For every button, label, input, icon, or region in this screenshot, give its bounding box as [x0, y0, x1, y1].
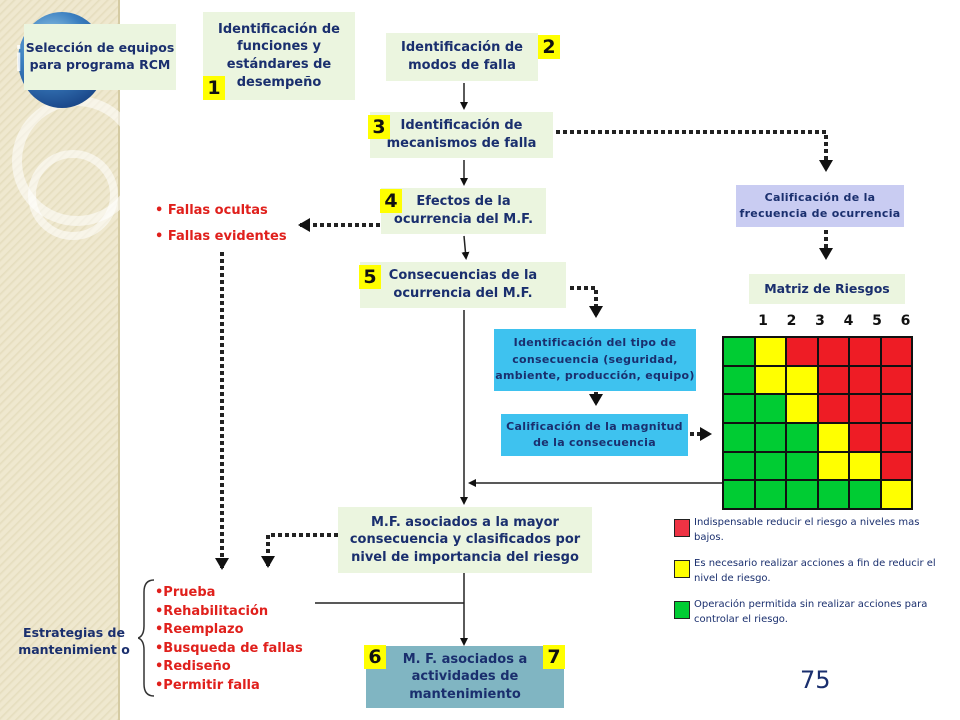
matrix-cell	[723, 422, 755, 452]
matrix-cell	[786, 365, 818, 395]
matrix-cell	[754, 422, 786, 452]
box-modos-falla: Identificación de modos de falla	[386, 33, 538, 81]
matrix-cell	[786, 451, 818, 481]
matrix-cell	[723, 365, 755, 395]
matrix-col-label: 5	[872, 313, 882, 329]
matrix-cell	[849, 337, 881, 366]
box-seleccion-equipos: Selección de equipos para programa RCM	[24, 24, 176, 90]
matrix-col-label: 2	[786, 313, 797, 329]
strategy-item: •Rediseño	[155, 659, 231, 675]
dotted-arrow-frecuencia	[556, 130, 833, 172]
badge-6: 6	[364, 645, 386, 669]
matrix-cell	[723, 394, 755, 423]
estrategias-label: Estrategias de mantenimient o	[18, 625, 130, 657]
page-number: 75	[800, 666, 831, 694]
matrix-cell	[754, 337, 786, 366]
badge-2: 2	[538, 35, 560, 59]
risk-matrix-grid	[722, 336, 913, 510]
strategy-item: •Reemplazo	[155, 622, 244, 638]
strategy-item: •Rehabilitación	[155, 603, 269, 619]
matrix-cell	[880, 451, 912, 481]
dotted-arrow-tipo	[570, 286, 603, 318]
badge-7: 7	[543, 645, 565, 669]
matrix-cell	[817, 480, 849, 509]
box-identificacion-funciones: Identificación de funciones y estándares…	[203, 12, 355, 100]
matrix-cell	[723, 451, 755, 481]
box-consecuencias-ocurrencia: Consecuencias de la ocurrencia del M.F.	[360, 262, 566, 308]
strategy-item: •Prueba	[155, 585, 216, 600]
strategy-item: •Permitir falla	[155, 677, 260, 693]
legend-swatch	[674, 560, 690, 578]
dotted-arrow-mf-estrategias	[261, 533, 338, 568]
matrix-cell	[786, 480, 818, 509]
fallas-ocultas-item: • Fallas ocultas	[155, 203, 268, 218]
legend-text: Operación permitida sin realizar accione…	[694, 599, 928, 625]
matrix-cell	[817, 451, 849, 481]
matrix-cell	[817, 422, 849, 452]
matrix-cell	[849, 480, 881, 509]
matrix-cell	[754, 394, 786, 423]
matrix-cell	[754, 365, 786, 395]
matrix-col-label: 4	[843, 313, 854, 329]
matrix-cell	[817, 337, 849, 366]
strategies-brace	[138, 579, 155, 697]
matrix-cell	[754, 451, 786, 481]
box-calificacion-magnitud: Calificación de la magnitud de la consec…	[501, 414, 688, 456]
box-calificacion-frecuencia: Calificación de la frecuencia de ocurren…	[736, 185, 904, 227]
legend-swatch	[674, 601, 690, 619]
matrix-cell	[849, 394, 881, 423]
fallas-evidentes-item: • Fallas evidentes	[155, 229, 287, 244]
matrix-col-label: 3	[815, 313, 825, 329]
legend-swatch	[674, 519, 690, 537]
arrow-efectos-consecuencias	[461, 235, 470, 260]
matrix-cell	[723, 480, 755, 509]
sidebar-divider	[118, 0, 120, 720]
strategies-list: •Prueba •Rehabilitación •Reemplazo •Busqued…	[155, 584, 303, 696]
box-tipo-consecuencia: Identificación del tipo de consecuencia …	[494, 329, 696, 391]
legend-text: Indispensable reducir el riesgo a nivele…	[694, 517, 920, 543]
matrix-cell	[880, 480, 912, 509]
box-mecanismos-falla: Identificación de mecanismos de falla	[370, 112, 553, 158]
badge-3: 3	[368, 115, 390, 139]
matrix-cell	[786, 422, 818, 452]
badge-4: 4	[380, 189, 402, 213]
matrix-cell	[786, 394, 818, 423]
badge-1: 1	[203, 76, 225, 100]
strategy-item: •Busqueda de fallas	[155, 640, 303, 656]
matrix-cell	[817, 394, 849, 423]
matrix-cell	[880, 422, 912, 452]
box-efectos-ocurrencia: Efectos de la ocurrencia del M.F.	[381, 188, 546, 234]
matrix-cell	[849, 451, 881, 481]
decorative-ring	[28, 150, 118, 240]
matrix-cell	[849, 365, 881, 395]
matrix-col-label: 1	[758, 313, 768, 329]
matrix-cell	[723, 337, 755, 366]
matrix-cell	[880, 394, 912, 423]
matrix-cell	[880, 365, 912, 395]
matrix-cell	[754, 480, 786, 509]
badge-5: 5	[359, 265, 381, 289]
box-mf-actividades-mantenimiento: M. F. asociados a actividades de manteni…	[366, 646, 564, 708]
matrix-cell	[786, 337, 818, 366]
box-mf-asociados-riesgo: M.F. asociados a la mayor consecuencia y…	[338, 507, 592, 573]
legend-text: Es necesario realizar acciones a fin de …	[694, 558, 936, 584]
matrix-col-label: 6	[900, 313, 911, 329]
matrix-cell	[817, 365, 849, 395]
matrix-cell	[880, 337, 912, 366]
box-matriz-riesgos-title: Matriz de Riesgos	[749, 274, 905, 304]
matrix-cell	[849, 422, 881, 452]
